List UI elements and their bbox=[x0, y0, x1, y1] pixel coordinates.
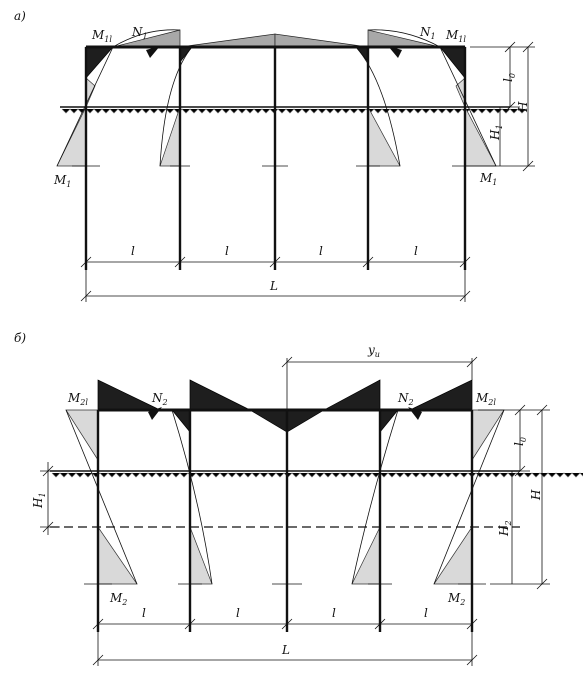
panel-b-horizontal-dimensions bbox=[92, 618, 478, 666]
a-label-n1-right: N1 bbox=[419, 25, 436, 41]
b-beam2-moment bbox=[189, 379, 251, 411]
a-label-H: H bbox=[516, 101, 530, 113]
b-label-m2-right: M2 bbox=[447, 591, 465, 607]
panel-b-yu-dimension bbox=[281, 356, 478, 410]
b-corner-right-moment bbox=[409, 379, 473, 411]
b-label-n2-left: N2 bbox=[151, 391, 168, 407]
a-label-L: L bbox=[269, 279, 278, 293]
panel-a-horizontal-dimensions bbox=[80, 256, 471, 302]
b-label-yu: yu bbox=[367, 343, 380, 359]
a-label-m1l-right: M1l bbox=[445, 28, 466, 44]
b-label-m2l-right: M2l bbox=[475, 391, 496, 407]
panel-a: а) bbox=[14, 9, 535, 302]
a-label-span4: l bbox=[414, 244, 418, 258]
a-col2-lower-moment bbox=[159, 106, 181, 167]
a-col1-mid-moment bbox=[85, 77, 96, 108]
a-label-span1: l bbox=[131, 244, 135, 258]
b-label-span4: l bbox=[424, 606, 428, 620]
b-curve-left bbox=[65, 409, 138, 585]
panel-b-ground bbox=[50, 470, 583, 478]
a-n1-right-arrow bbox=[388, 46, 402, 58]
a-curve-col4 bbox=[355, 46, 401, 167]
b-label-m2-left: M2 bbox=[109, 591, 127, 607]
a-corner-left-moment bbox=[85, 46, 114, 79]
a-col5-mid-moment bbox=[455, 77, 466, 108]
b-col5-upper-moment bbox=[471, 409, 505, 462]
b-label-m2l-left: M2l bbox=[67, 391, 88, 407]
a-label-m1-left: M1 bbox=[53, 173, 71, 189]
b-label-H2: H2 bbox=[497, 520, 513, 537]
b-label-l0: l0 bbox=[512, 437, 528, 446]
b-col2-top-moment bbox=[171, 409, 191, 433]
b-label-span2: l bbox=[236, 606, 240, 620]
panel-b-right-dimensions bbox=[478, 404, 550, 590]
b-curve-col4 bbox=[351, 409, 399, 585]
panel-a-frame bbox=[72, 45, 480, 270]
a-label-H1: H1 bbox=[488, 124, 504, 141]
a-beam3-moment bbox=[274, 33, 369, 48]
b-col5-lower-moment bbox=[433, 525, 473, 585]
b-label-L: L bbox=[281, 643, 290, 657]
b-label-H: H bbox=[529, 489, 543, 501]
a-col4-lower-moment bbox=[367, 106, 401, 167]
b-corner-left-moment bbox=[97, 379, 161, 411]
b-col4-top-moment bbox=[379, 409, 399, 433]
a-curve-beam1 bbox=[112, 29, 181, 48]
panel-a-moment-diagram bbox=[56, 29, 497, 167]
a-label-n1-left: N1 bbox=[131, 25, 148, 41]
a-n1-left-arrow bbox=[146, 46, 160, 58]
b-label-n2-right: N2 bbox=[397, 391, 414, 407]
panel-a-labels: M1l N1 N1 M1l M1 M1 l0 H H1 l l l l L bbox=[53, 25, 530, 293]
panel-a-ground bbox=[60, 106, 527, 114]
panel-b-left-dimension bbox=[40, 462, 60, 535]
a-label-l0: l0 bbox=[501, 73, 517, 82]
panel-a-label: а) bbox=[14, 9, 26, 23]
a-label-m1l-left: M1l bbox=[91, 28, 112, 44]
panel-a-vertical-dimensions bbox=[470, 41, 535, 172]
b-label-span3: l bbox=[332, 606, 336, 620]
a-curve-beam4 bbox=[367, 29, 441, 48]
b-col1-upper-moment bbox=[65, 409, 99, 462]
b-col4-lower-moment bbox=[351, 526, 381, 585]
b-beam3-moment bbox=[323, 379, 381, 411]
b-beam-mid-right-moment bbox=[286, 409, 326, 433]
panel-b-frame bbox=[84, 408, 486, 632]
panel-b: б) bbox=[14, 331, 583, 666]
panel-b-label: б) bbox=[14, 331, 26, 345]
b-curve-col2 bbox=[171, 409, 213, 585]
b-col2-lower-moment bbox=[189, 526, 213, 585]
b-beam-mid-left-moment bbox=[248, 409, 288, 433]
panel-b-labels: yu M2l N2 N2 M2l M2 M2 l0 H H1 H2 l l l … bbox=[31, 343, 543, 657]
a-curve-right bbox=[439, 46, 497, 167]
a-label-span2: l bbox=[225, 244, 229, 258]
a-label-m1-right: M1 bbox=[479, 171, 497, 187]
a-label-span3: l bbox=[319, 244, 323, 258]
b-label-span1: l bbox=[142, 606, 146, 620]
a-beam2-moment bbox=[179, 33, 276, 48]
b-label-H1: H1 bbox=[31, 492, 47, 509]
a-curve-col2 bbox=[159, 46, 193, 167]
b-curve-right bbox=[433, 409, 505, 585]
